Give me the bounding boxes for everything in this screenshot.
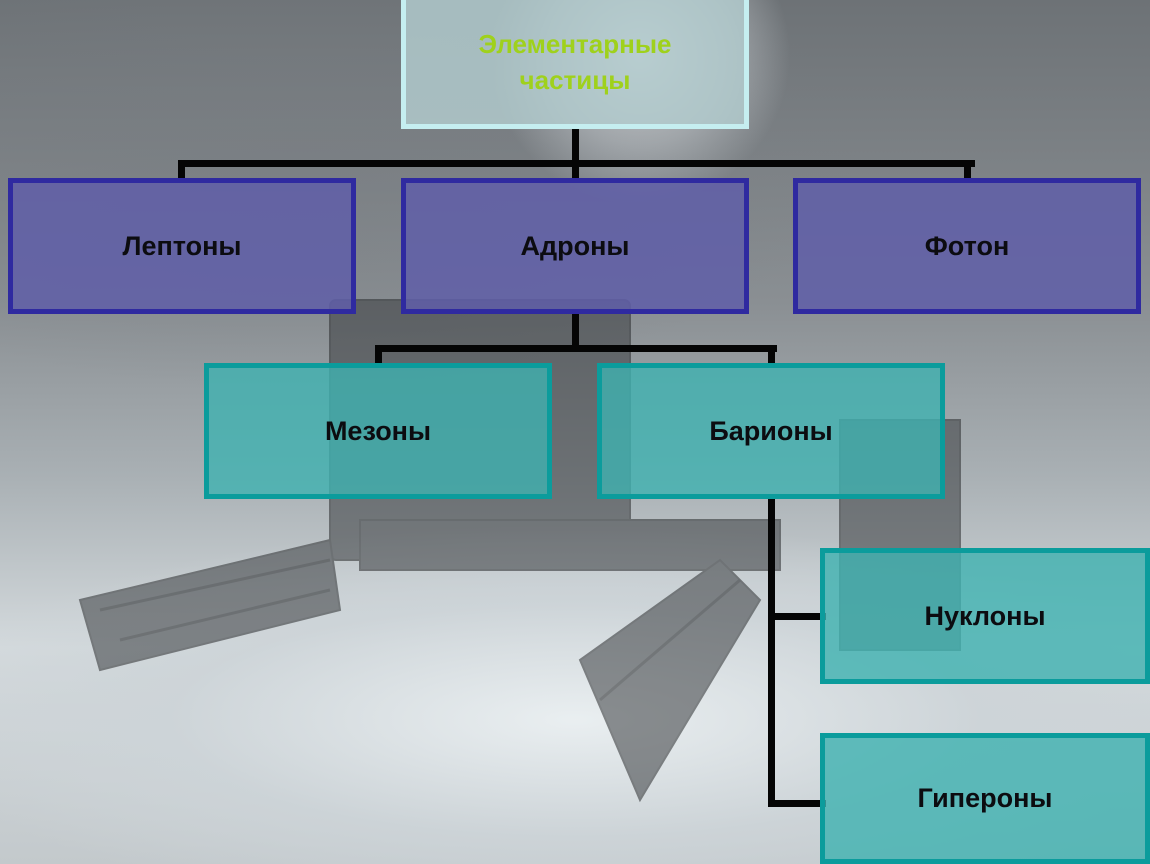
node-photon: Фотон bbox=[793, 178, 1141, 314]
connector-to-hyperons bbox=[768, 800, 826, 807]
node-label: Нуклоны bbox=[924, 600, 1046, 631]
node-leptons: Лептоны bbox=[8, 178, 356, 314]
connector-to-baryons bbox=[768, 345, 775, 367]
connector-to-nucleons bbox=[768, 613, 826, 620]
connector-to-mesons bbox=[375, 345, 382, 367]
connector-to-leptons bbox=[178, 160, 185, 182]
connector-hadrons-down bbox=[572, 312, 579, 352]
connector-to-hadrons bbox=[572, 160, 579, 182]
node-baryons: Барионы bbox=[597, 363, 945, 499]
connector-hadrons-bar bbox=[375, 345, 777, 352]
node-elementary-particles: Элементарные частицы bbox=[401, 0, 749, 129]
node-hadrons: Адроны bbox=[401, 178, 749, 314]
node-label: Лептоны bbox=[122, 230, 242, 261]
node-hyperons: Гипероны bbox=[820, 733, 1150, 864]
node-mesons: Мезоны bbox=[204, 363, 552, 499]
root-label-line2: частицы bbox=[519, 64, 631, 95]
node-label: Фотон bbox=[924, 230, 1010, 261]
connector-baryons-vertical bbox=[768, 497, 775, 807]
node-label: Барионы bbox=[709, 415, 833, 446]
node-label: Гипероны bbox=[917, 783, 1053, 813]
node-label: Адроны bbox=[520, 230, 630, 261]
node-label: Мезоны bbox=[324, 415, 432, 446]
root-label-line1: Элементарные bbox=[478, 28, 672, 59]
connector-root-down bbox=[572, 128, 579, 166]
node-nucleons: Нуклоны bbox=[820, 548, 1150, 684]
connector-to-photon bbox=[964, 160, 971, 182]
